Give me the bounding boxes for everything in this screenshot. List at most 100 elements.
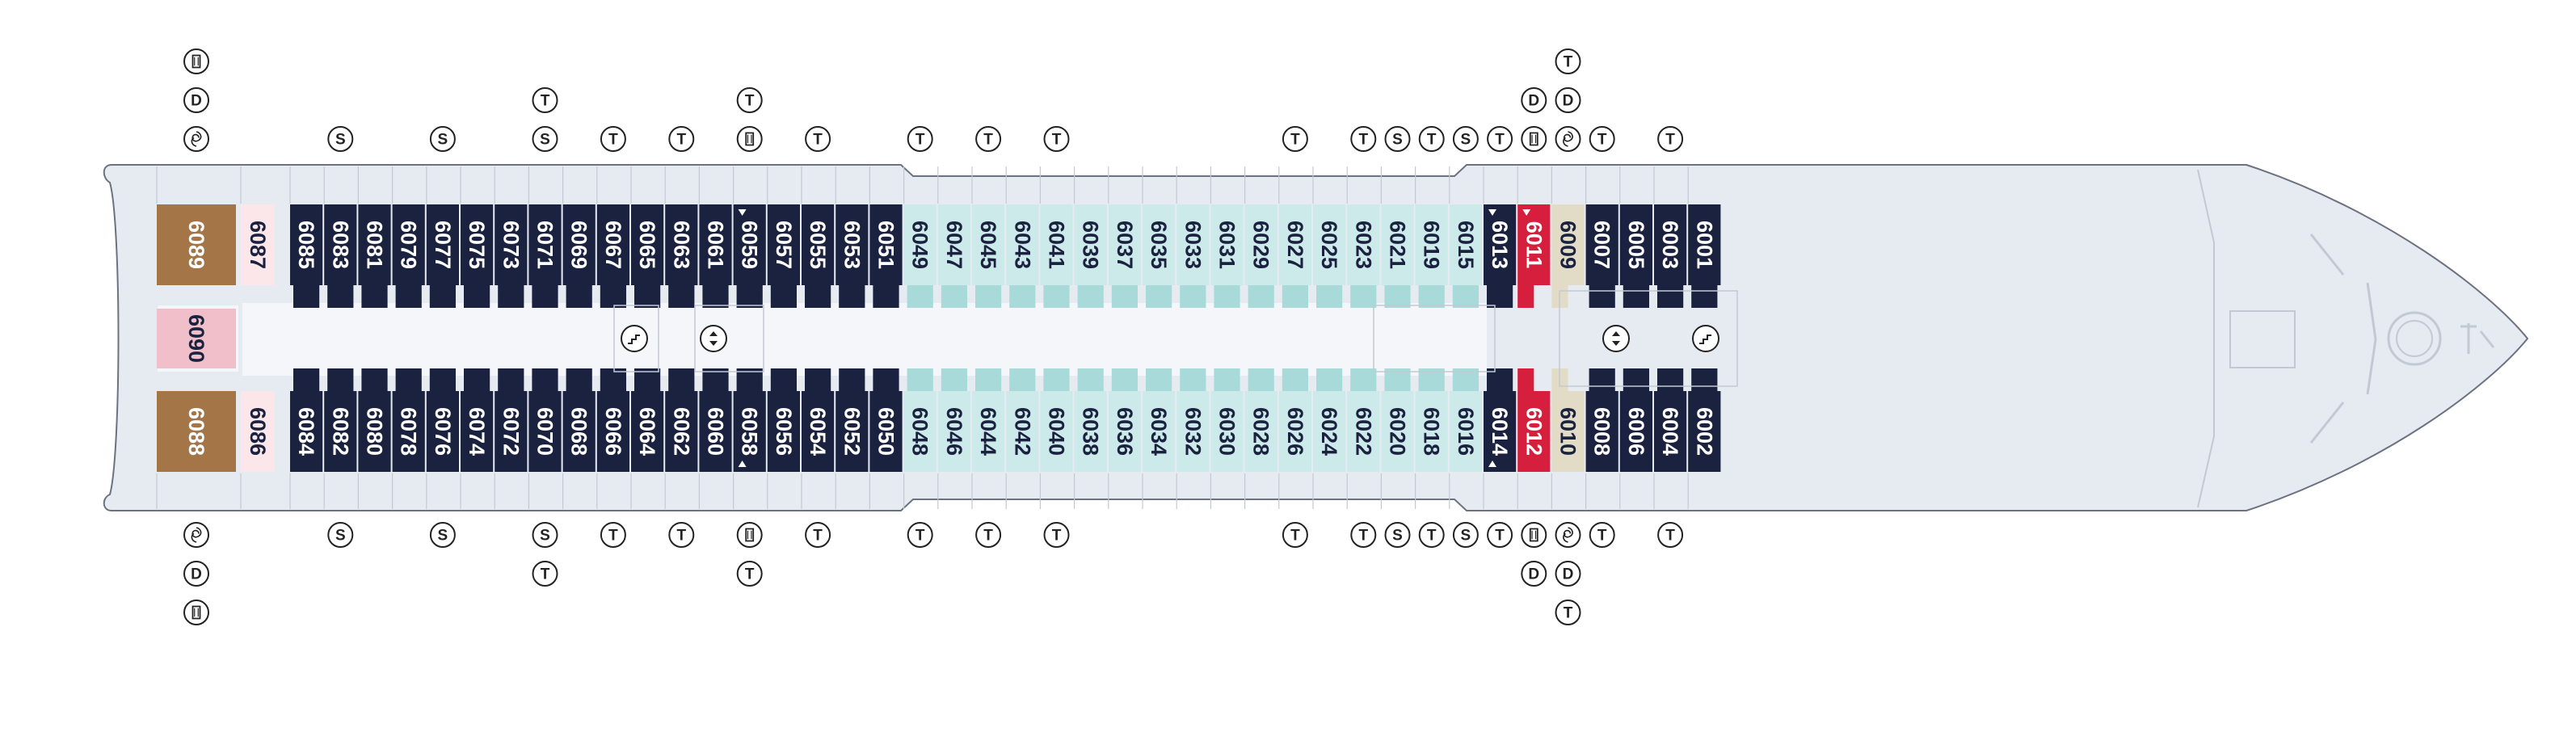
cabin-6013[interactable]: 6013	[1484, 204, 1517, 308]
cabin-6072[interactable]: 6072	[495, 368, 528, 472]
cabin-6006[interactable]: 6006	[1619, 368, 1652, 472]
stairs-icon	[1692, 325, 1719, 352]
cabin-6054[interactable]: 6054	[802, 368, 835, 472]
cabin-6069[interactable]: 6069	[562, 204, 596, 308]
cabin-6052[interactable]: 6052	[836, 368, 869, 472]
cabin-fill	[290, 391, 323, 472]
cabin-number: 6037	[1113, 221, 1137, 269]
cabin-number: 6047	[942, 221, 966, 269]
cabin-6070[interactable]: 6070	[528, 368, 562, 472]
cabin-6038[interactable]: 6038	[1074, 368, 1107, 472]
cabin-6079[interactable]: 6079	[392, 204, 425, 308]
cabin-6055[interactable]: 6055	[802, 204, 835, 308]
cabin-6035[interactable]: 6035	[1143, 204, 1176, 308]
cabin-6001[interactable]: 6001	[1688, 204, 1721, 308]
cabin-6062[interactable]: 6062	[665, 368, 698, 472]
cabin-6068[interactable]: 6068	[562, 368, 596, 472]
cabin-6073[interactable]: 6073	[495, 204, 528, 308]
cabin-6005[interactable]: 6005	[1619, 204, 1652, 308]
cabin-6003[interactable]: 6003	[1654, 204, 1687, 308]
cabin-6041[interactable]: 6041	[1040, 204, 1073, 308]
cabin-6020[interactable]: 6020	[1381, 368, 1414, 472]
cabin-6051[interactable]: 6051	[869, 204, 903, 308]
cabin-6042[interactable]: 6042	[1006, 368, 1039, 472]
cabin-6056[interactable]: 6056	[767, 368, 800, 472]
cabin-6077[interactable]: 6077	[426, 204, 459, 308]
cabin-6088[interactable]: 6088	[157, 391, 236, 472]
cabin-6047[interactable]: 6047	[937, 204, 970, 308]
cabin-6063[interactable]: 6063	[665, 204, 698, 308]
twin-bed-icon: T	[1657, 522, 1684, 548]
cabin-6071[interactable]: 6071	[528, 204, 562, 308]
cabin-fill	[767, 204, 800, 285]
cabin-6012[interactable]: 6012	[1517, 368, 1551, 472]
cabin-6007[interactable]: 6007	[1585, 204, 1618, 308]
cabin-6025[interactable]: 6025	[1313, 204, 1346, 308]
cabin-6033[interactable]: 6033	[1176, 204, 1210, 308]
cabin-6081[interactable]: 6081	[358, 204, 391, 308]
cabin-6023[interactable]: 6023	[1347, 204, 1380, 308]
cabin-6048[interactable]: 6048	[903, 368, 937, 472]
cabin-6030[interactable]: 6030	[1210, 368, 1244, 472]
cabin-6057[interactable]: 6057	[767, 204, 800, 308]
cabin-6065[interactable]: 6065	[631, 204, 664, 308]
cabin-6027[interactable]: 6027	[1278, 204, 1311, 308]
cabin-6076[interactable]: 6076	[426, 368, 459, 472]
cabin-6016[interactable]: 6016	[1449, 368, 1482, 472]
cabin-6004[interactable]: 6004	[1654, 368, 1687, 472]
cabin-6019[interactable]: 6019	[1415, 204, 1448, 308]
cabin-6087[interactable]: 6087	[241, 204, 275, 285]
cabin-6090[interactable]: 6090	[157, 309, 236, 368]
cabin-6010[interactable]: 6010	[1551, 368, 1585, 472]
cabin-fill	[1108, 204, 1141, 285]
cabin-6066[interactable]: 6066	[596, 368, 629, 472]
cabin-6089[interactable]: 6089	[157, 204, 236, 285]
cabin-6008[interactable]: 6008	[1585, 368, 1618, 472]
cabin-6080[interactable]: 6080	[358, 368, 391, 472]
cabin-6031[interactable]: 6031	[1210, 204, 1244, 308]
cabin-6026[interactable]: 6026	[1278, 368, 1311, 472]
cabin-6002[interactable]: 6002	[1688, 368, 1721, 472]
cabin-6059[interactable]: 6059	[733, 204, 766, 308]
cabin-6029[interactable]: 6029	[1244, 204, 1277, 308]
cabin-6050[interactable]: 6050	[869, 368, 903, 472]
cabin-6061[interactable]: 6061	[699, 204, 732, 308]
cabin-6045[interactable]: 6045	[972, 204, 1005, 308]
svg-text:T: T	[813, 528, 823, 545]
cabin-fill	[426, 391, 459, 472]
cabin-6022[interactable]: 6022	[1347, 368, 1380, 472]
cabin-6074[interactable]: 6074	[461, 368, 494, 472]
cabin-6078[interactable]: 6078	[392, 368, 425, 472]
cabin-6014[interactable]: 6014	[1484, 368, 1517, 472]
cabin-6053[interactable]: 6053	[836, 204, 869, 308]
cabin-6086[interactable]: 6086	[241, 391, 275, 472]
cabin-6084[interactable]: 6084	[290, 368, 323, 472]
cabin-6018[interactable]: 6018	[1415, 368, 1448, 472]
cabin-6036[interactable]: 6036	[1108, 368, 1141, 472]
cabin-6064[interactable]: 6064	[631, 368, 664, 472]
cabin-6043[interactable]: 6043	[1006, 204, 1039, 308]
cabin-6044[interactable]: 6044	[972, 368, 1005, 472]
cabin-6015[interactable]: 6015	[1449, 204, 1482, 308]
cabin-6067[interactable]: 6067	[596, 204, 629, 308]
cabin-6037[interactable]: 6037	[1108, 204, 1141, 308]
cabin-6058[interactable]: 6058	[733, 368, 766, 472]
cabin-fill	[1484, 391, 1517, 472]
cabin-6034[interactable]: 6034	[1143, 368, 1176, 472]
cabin-6011[interactable]: 6011	[1517, 204, 1551, 308]
cabin-fill	[937, 391, 970, 472]
cabin-6082[interactable]: 6082	[324, 368, 357, 472]
cabin-number: 6030	[1215, 407, 1240, 456]
cabin-6060[interactable]: 6060	[699, 368, 732, 472]
cabin-6083[interactable]: 6083	[324, 204, 357, 308]
cabin-6085[interactable]: 6085	[290, 204, 323, 308]
cabin-6032[interactable]: 6032	[1176, 368, 1210, 472]
cabin-6024[interactable]: 6024	[1313, 368, 1346, 472]
cabin-6021[interactable]: 6021	[1381, 204, 1414, 308]
cabin-6039[interactable]: 6039	[1074, 204, 1107, 308]
cabin-6028[interactable]: 6028	[1244, 368, 1277, 472]
cabin-6046[interactable]: 6046	[937, 368, 970, 472]
cabin-6049[interactable]: 6049	[903, 204, 937, 308]
cabin-6040[interactable]: 6040	[1040, 368, 1073, 472]
cabin-6075[interactable]: 6075	[461, 204, 494, 308]
